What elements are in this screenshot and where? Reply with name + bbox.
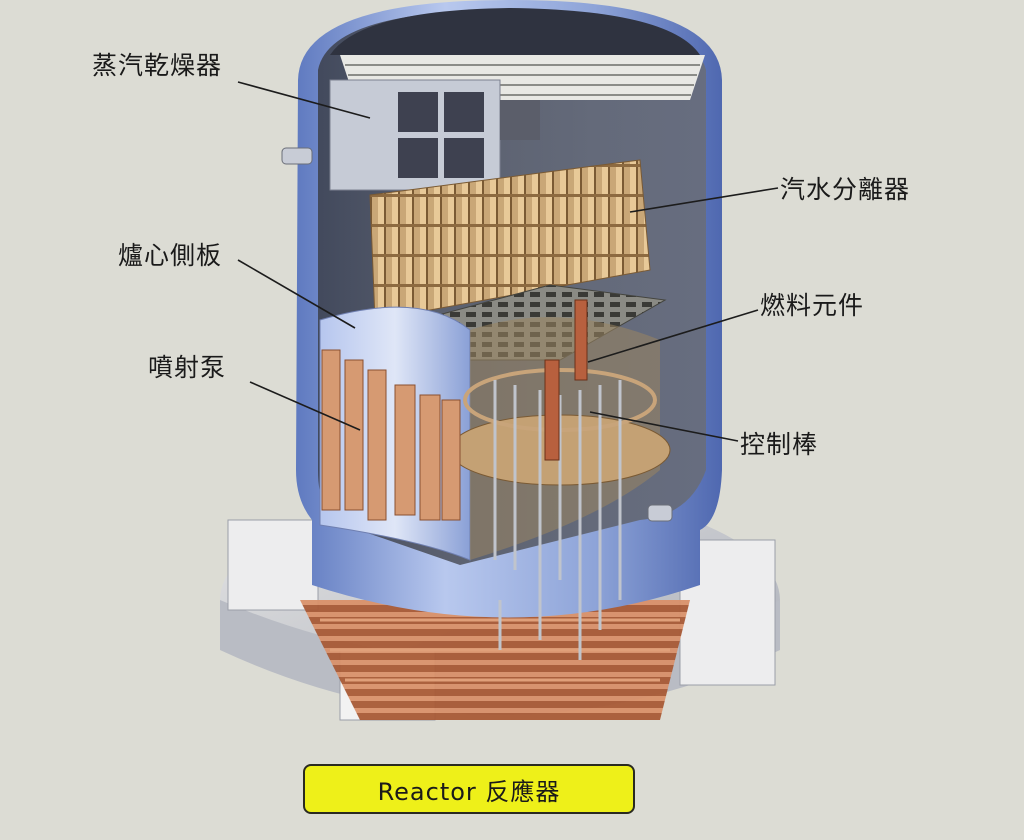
label-control-rod: 控制棒: [740, 430, 819, 459]
label-steam-separator: 汽水分離器: [780, 175, 911, 204]
jet-pumps: [321, 349, 461, 521]
label-core-shroud: 爐心側板: [118, 241, 223, 270]
fuel-assembly-rod: [544, 299, 588, 461]
steam-dryer: [329, 79, 540, 191]
steam-separator-bank: [369, 159, 651, 321]
control-rods: [493, 380, 622, 660]
caption-box: Reactor 反應器: [303, 764, 635, 814]
label-fuel-assembly: 燃料元件: [760, 291, 865, 320]
label-jet-pump: 噴射泵: [148, 353, 227, 382]
control-rod-drive-lines: [300, 600, 690, 720]
label-steam-dryer: 蒸汽乾燥器: [92, 51, 223, 80]
caption-text: Reactor 反應器: [377, 777, 561, 806]
leader-lines: [237, 81, 779, 442]
